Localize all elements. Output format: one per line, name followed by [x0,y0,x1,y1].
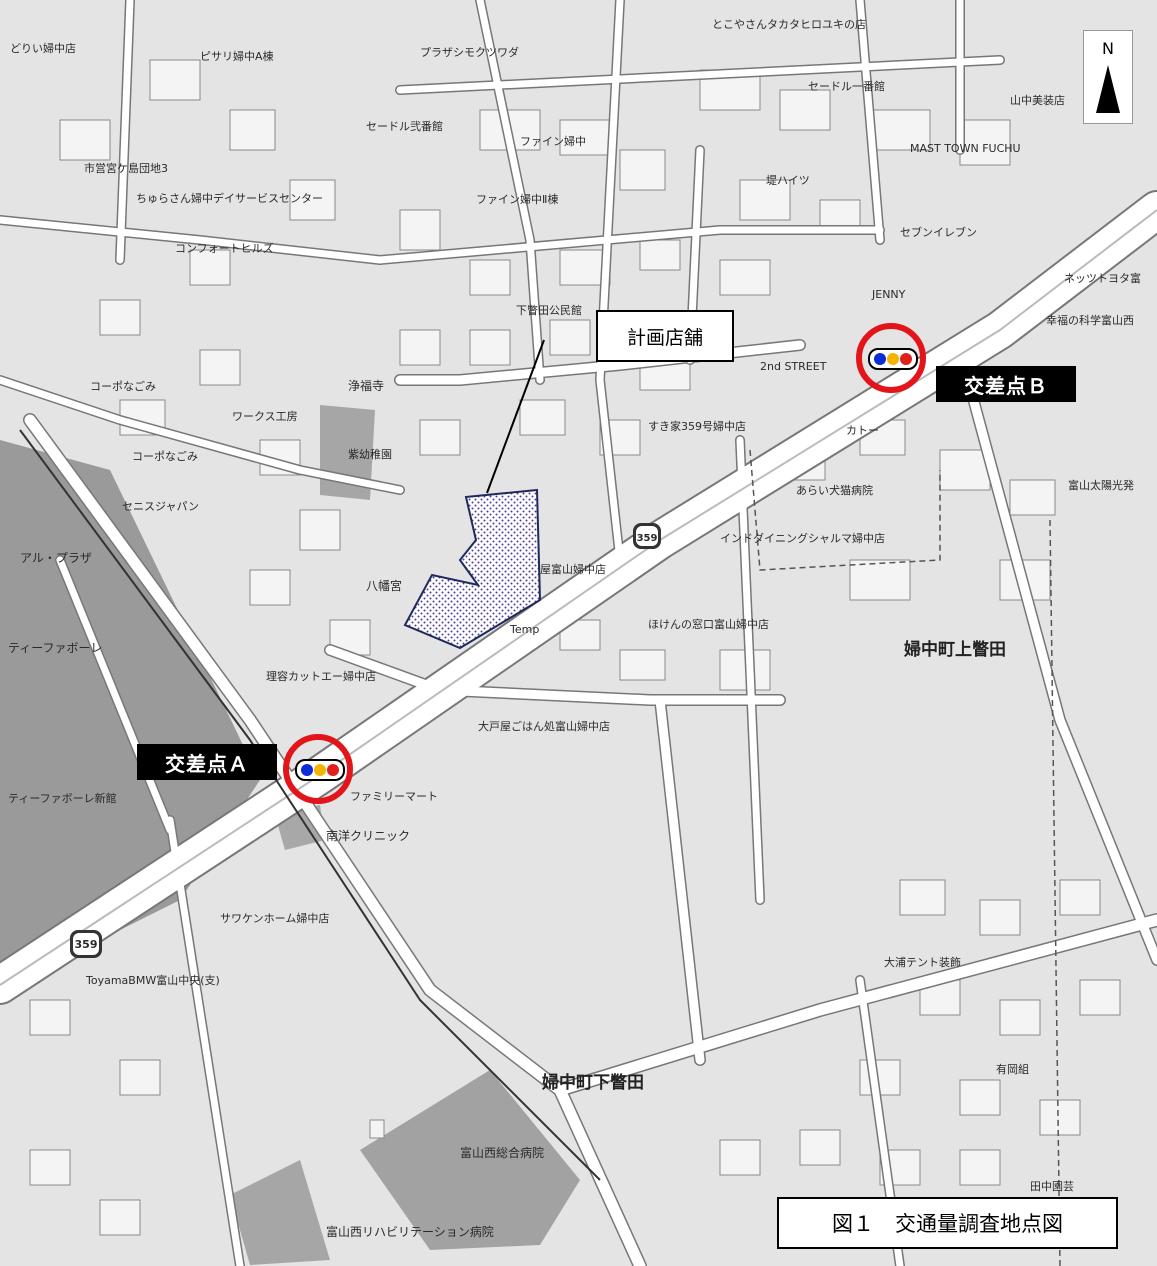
town-label: 婦中町上瞥田 [903,639,1006,660]
rehab-hospital-block [230,1160,330,1265]
place-label: Temp [509,623,539,636]
place-label: ワークス工房 [232,410,298,423]
place-label: ティーファボーレ新館 [8,791,117,805]
place-label: アル・プラザ [20,551,92,565]
place-label: 富山西リハビリテーション病院 [326,1224,494,1239]
hospital-block [360,1070,580,1250]
place-label: コーポなごみ [90,379,156,393]
place-label: ピサリ婦中A棟 [200,49,274,63]
place-label: とこやさんタカタヒロユキの店 [712,17,866,31]
intersection-b-label: 交差点Ｂ [936,366,1076,402]
place-label: 大浦テント装飾 [884,955,961,969]
place-label: 八幡宮 [366,578,402,593]
route-shield-label: 359 [637,533,658,544]
place-label: コンフォートヒルズ [175,241,274,255]
place-label: 南洋クリニック [326,828,410,843]
route-shield-label: 359 [75,938,98,951]
place-label: ほけんの窓口富山婦中店 [648,617,769,631]
place-label: 理容カットエー婦中店 [266,669,376,683]
place-label: ファイン婦中 [520,134,586,148]
railway-line [19,429,601,1181]
place-label: 有岡組 [996,1062,1029,1076]
planned-store-site [403,488,542,650]
place-label: MAST TOWN FUCHU [910,142,1021,155]
place-label: どりい婦中店 [10,41,76,55]
route-shield-icon: 359 [633,523,661,549]
place-label: ToyamaBMW富山中央(支) [85,973,220,987]
place-label: コーポなごみ [132,449,198,463]
north-arrow: N [1083,30,1133,124]
place-label: 2nd STREET [760,360,827,373]
place-label: セードル一番館 [808,79,885,93]
signal-blue-lamp [301,764,313,776]
place-label: ティーファボーレ [8,641,103,655]
intersection-a-label: 交差点Ａ [137,744,277,780]
place-label: 山中美装店 [1010,93,1065,107]
place-label: セードル弐番館 [366,119,443,133]
place-labels: どりい婦中店 ピサリ婦中A棟 プラザシモクツワダ とこやさんタカタヒロユキの店 … [8,17,1141,1239]
signal-blue-lamp [874,353,886,365]
place-label: あらい犬猫病院 [796,483,873,497]
place-label: 富山西総合病院 [460,1145,544,1160]
north-letter: N [1102,39,1114,58]
traffic-signal-icon [868,348,918,370]
place-label: セニスジャパン [122,500,199,513]
place-label: 堤ハイツ [766,174,810,187]
place-label: 浄福寺 [348,378,384,393]
place-label: すき家359号婦中店 [648,419,746,433]
place-label: サワケンホーム婦中店 [220,911,329,925]
place-label: インドダイニングシャルマ婦中店 [720,531,885,545]
place-label: 幸福の科学富山西 [1046,313,1134,327]
place-label: JENNY [871,288,906,301]
place-label: 紫幼稚園 [348,448,392,461]
planned-store-label: 計画店舗 [596,310,734,362]
place-label: 田中園芸 [1030,1180,1074,1193]
place-label: ファミリーマート [350,790,438,803]
intersection-b-ring [856,323,926,393]
planned-store-callout-line [486,339,545,494]
town-label: 婦中町下瞥田 [541,1072,644,1093]
signal-red-lamp [327,764,339,776]
place-label: 下瞥田公民館 [516,303,582,317]
place-label: ちゅらさん婦中デイサービスセンター [136,191,323,205]
place-label: セブンイレブン [900,225,977,239]
figure-title: 図１ 交通量調査地点図 [777,1197,1118,1249]
signal-yellow-lamp [314,764,326,776]
place-label: 市営宮ケ島団地3 [84,161,168,175]
place-label: ネッツトヨタ富 [1064,271,1141,285]
route-shield-icon: 359 [70,930,102,958]
place-label: ファイン婦中Ⅱ棟 [476,192,558,206]
signal-yellow-lamp [887,353,899,365]
place-label: 富山太陽光発 [1068,478,1134,492]
place-label: プラザシモクツワダ [420,45,519,59]
place-label: カトー [846,424,879,437]
place-label: 大戸屋ごはん処富山婦中店 [478,719,610,733]
intersection-a-ring [283,734,353,804]
signal-red-lamp [900,353,912,365]
place-label: 屋富山婦中店 [540,562,606,576]
district-boundary [749,449,1061,1266]
traffic-signal-icon [295,759,345,781]
north-arrow-icon [1096,65,1120,113]
